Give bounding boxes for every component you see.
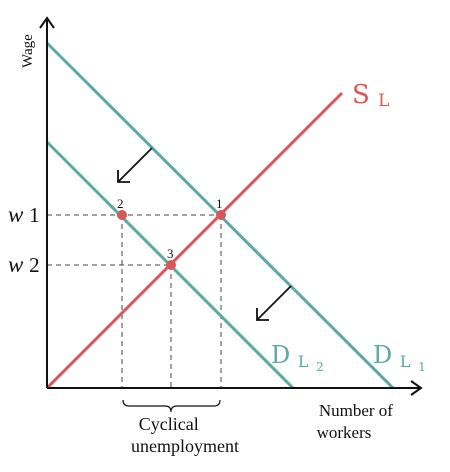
upper-shift-arrow — [117, 147, 153, 183]
demand1-label-base: D — [373, 341, 392, 369]
demand1-label: D L 1 — [373, 341, 426, 374]
equilibrium-point-3 — [166, 260, 176, 270]
w1-label-sub: 1 — [29, 203, 40, 227]
w2-label-sub: 2 — [29, 253, 40, 277]
w1-label: w 1 — [8, 202, 40, 227]
y-axis-label: Wage — [20, 34, 36, 68]
supply-curve-sl — [45, 91, 344, 390]
w1-label-base: w — [8, 202, 24, 227]
cyclical-unemployment-label: Cyclical unemployment — [131, 414, 239, 456]
demand1-label-subsub: 1 — [418, 360, 426, 374]
demand2-label-sub: L — [298, 352, 309, 371]
y-axis-arrowhead — [39, 16, 55, 29]
equilibrium-point-1 — [216, 210, 226, 220]
supply-label-sub: L — [378, 91, 389, 111]
axes — [39, 16, 423, 396]
x-axis-label: Number of workers — [317, 401, 398, 442]
point-label-3: 3 — [167, 246, 174, 261]
x-axis-label-line2: workers — [317, 423, 372, 442]
w2-label: w 2 — [8, 252, 40, 277]
cyclical-unemployment-line1: Cyclical — [139, 414, 199, 434]
unemployment-brace — [122, 399, 221, 413]
demand2-label: D L 2 — [271, 341, 324, 374]
lower-shift-arrow — [256, 285, 292, 321]
demand1-label-sub: L — [400, 352, 411, 371]
demand2-label-base: D — [271, 341, 290, 369]
w2-label-base: w — [8, 252, 24, 277]
supply-label: S L — [352, 80, 389, 111]
x-axis-arrowhead — [410, 380, 423, 396]
lower-shift-arrowhead — [256, 308, 269, 321]
supply-label-base: S — [352, 80, 370, 110]
shift-arrows — [117, 147, 292, 321]
point-label-1: 1 — [216, 196, 223, 211]
cyclical-unemployment-line2: unemployment — [131, 436, 239, 456]
demand2-label-subsub: 2 — [316, 360, 324, 374]
upper-shift-arrowhead — [117, 170, 130, 183]
point-label-2: 2 — [117, 196, 124, 211]
guide-lines — [47, 214, 222, 388]
x-axis-label-line1: Number of — [319, 401, 393, 420]
equilibrium-point-2 — [117, 210, 127, 220]
